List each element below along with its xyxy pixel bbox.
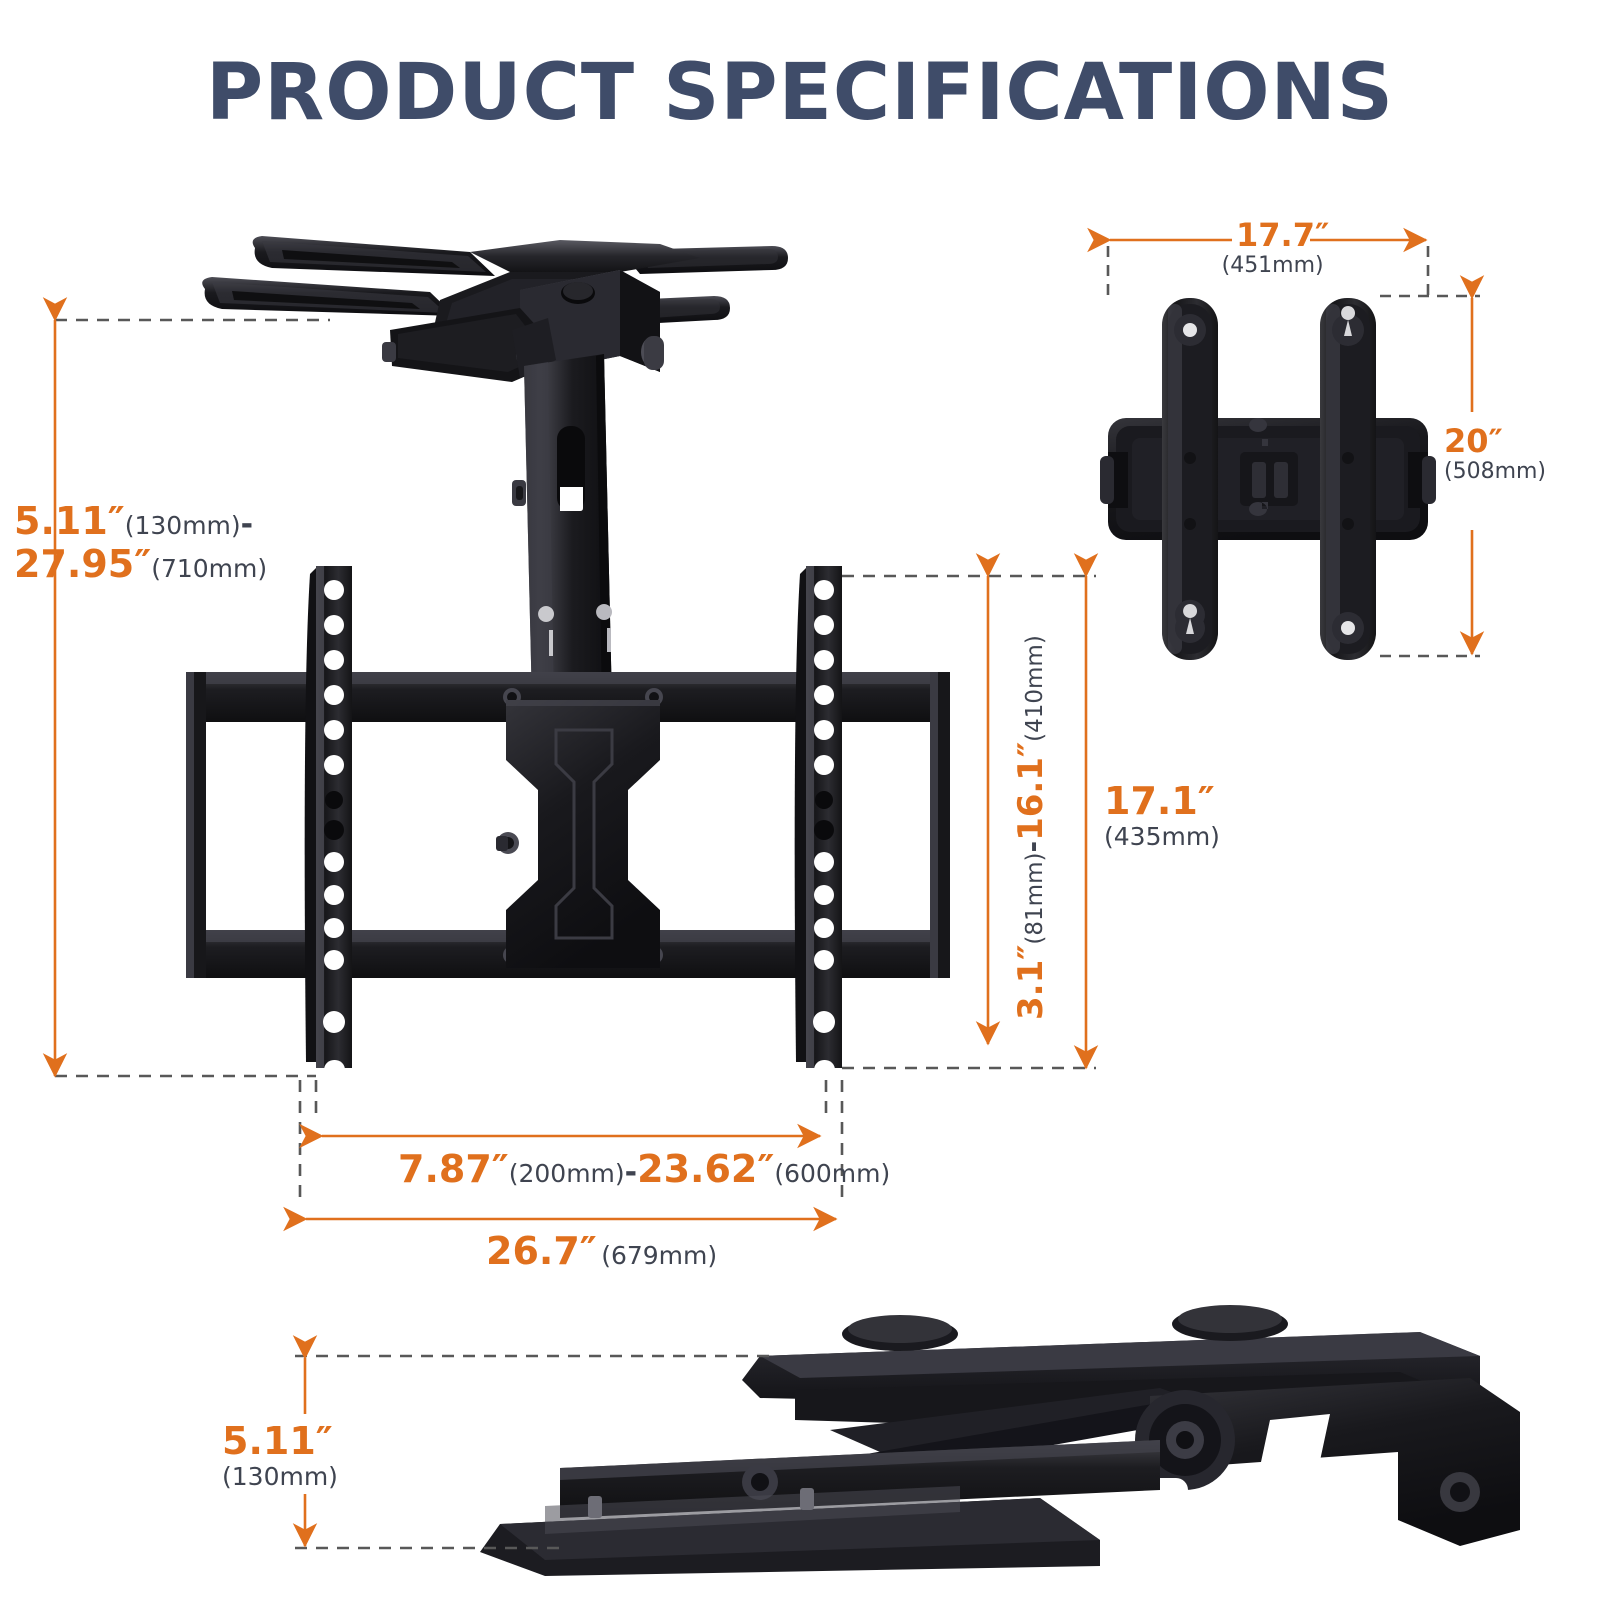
vesa-width-mm-min: (200mm): [508, 1159, 625, 1188]
ceiling-plate-height-mm: (508mm): [1444, 458, 1547, 484]
vesa-height-separator: -: [1016, 840, 1049, 853]
vesa-rail-right: [794, 566, 842, 1132]
vesa-width-inch-max: 23.62″: [637, 1147, 775, 1191]
dimension-label-folded-height: 5.11″ (130mm): [222, 1420, 338, 1491]
dimension-label-ceiling-plate-width: 17.7″ (451mm): [1222, 216, 1330, 278]
ceiling-plate-illustration: [1100, 298, 1436, 660]
bracket-width-mm: (679mm): [601, 1241, 718, 1270]
vesa-height-inch-min: 3.1″: [1011, 944, 1051, 1020]
drop-height-inch-min: 5.11″: [14, 499, 125, 543]
dimension-label-bracket-height: 17.1″ (435mm): [1104, 780, 1220, 851]
main-product-illustration: [186, 236, 950, 1132]
vesa-height-mm-min: (81mm): [1022, 852, 1048, 945]
vesa-width-mm-max: (600mm): [774, 1159, 891, 1188]
drop-height-mm-max: (710mm): [151, 553, 268, 583]
vesa-width-inch-min: 7.87″: [398, 1147, 509, 1191]
bracket-width-inch: 26.7″: [486, 1229, 597, 1273]
drop-height-mm-min: (130mm): [124, 511, 241, 540]
drop-height-separator: -: [240, 507, 254, 542]
dimension-label-ceiling-plate-height: 20″ (508mm): [1444, 422, 1547, 484]
tv-bracket-crossbars: [186, 672, 950, 978]
ceiling-plate-width-inch: 17.7″: [1236, 216, 1330, 254]
vesa-height-mm-max: (410mm): [1022, 635, 1048, 742]
dimension-label-bracket-width: 26.7″ (679mm): [486, 1230, 717, 1273]
vesa-width-separator: -: [624, 1155, 638, 1190]
center-adapter-plate: [496, 700, 660, 968]
vesa-rail-left: [304, 566, 352, 1132]
bracket-height-inch: 17.1″: [1104, 779, 1215, 823]
dimension-label-vesa-width: 7.87″(200mm)-23.62″(600mm): [398, 1148, 890, 1191]
folded-side-view-illustration: [480, 1305, 1520, 1576]
dimension-label-vesa-height: 3.1″(81mm)-16.1″(410mm): [1011, 635, 1051, 1020]
telescoping-pole: [512, 354, 613, 704]
folded-height-mm: (130mm): [222, 1461, 338, 1491]
page-title: PRODUCT SPECIFICATIONS: [206, 48, 1394, 138]
ceiling-plate-width-mm: (451mm): [1221, 252, 1324, 278]
bracket-height-mm: (435mm): [1104, 821, 1220, 851]
dimension-lines: [42, 227, 1485, 1550]
drop-height-inch-max: 27.95″: [14, 541, 152, 586]
vesa-height-inch-max: 16.1″: [1011, 741, 1051, 841]
ceiling-mount-arms: [202, 236, 788, 382]
ceiling-plate-height-inch: 20″: [1444, 422, 1503, 460]
dimension-label-drop-height: 5.11″(130mm)- 27.95″(710mm): [14, 500, 267, 585]
folded-height-inch: 5.11″: [222, 1419, 333, 1463]
